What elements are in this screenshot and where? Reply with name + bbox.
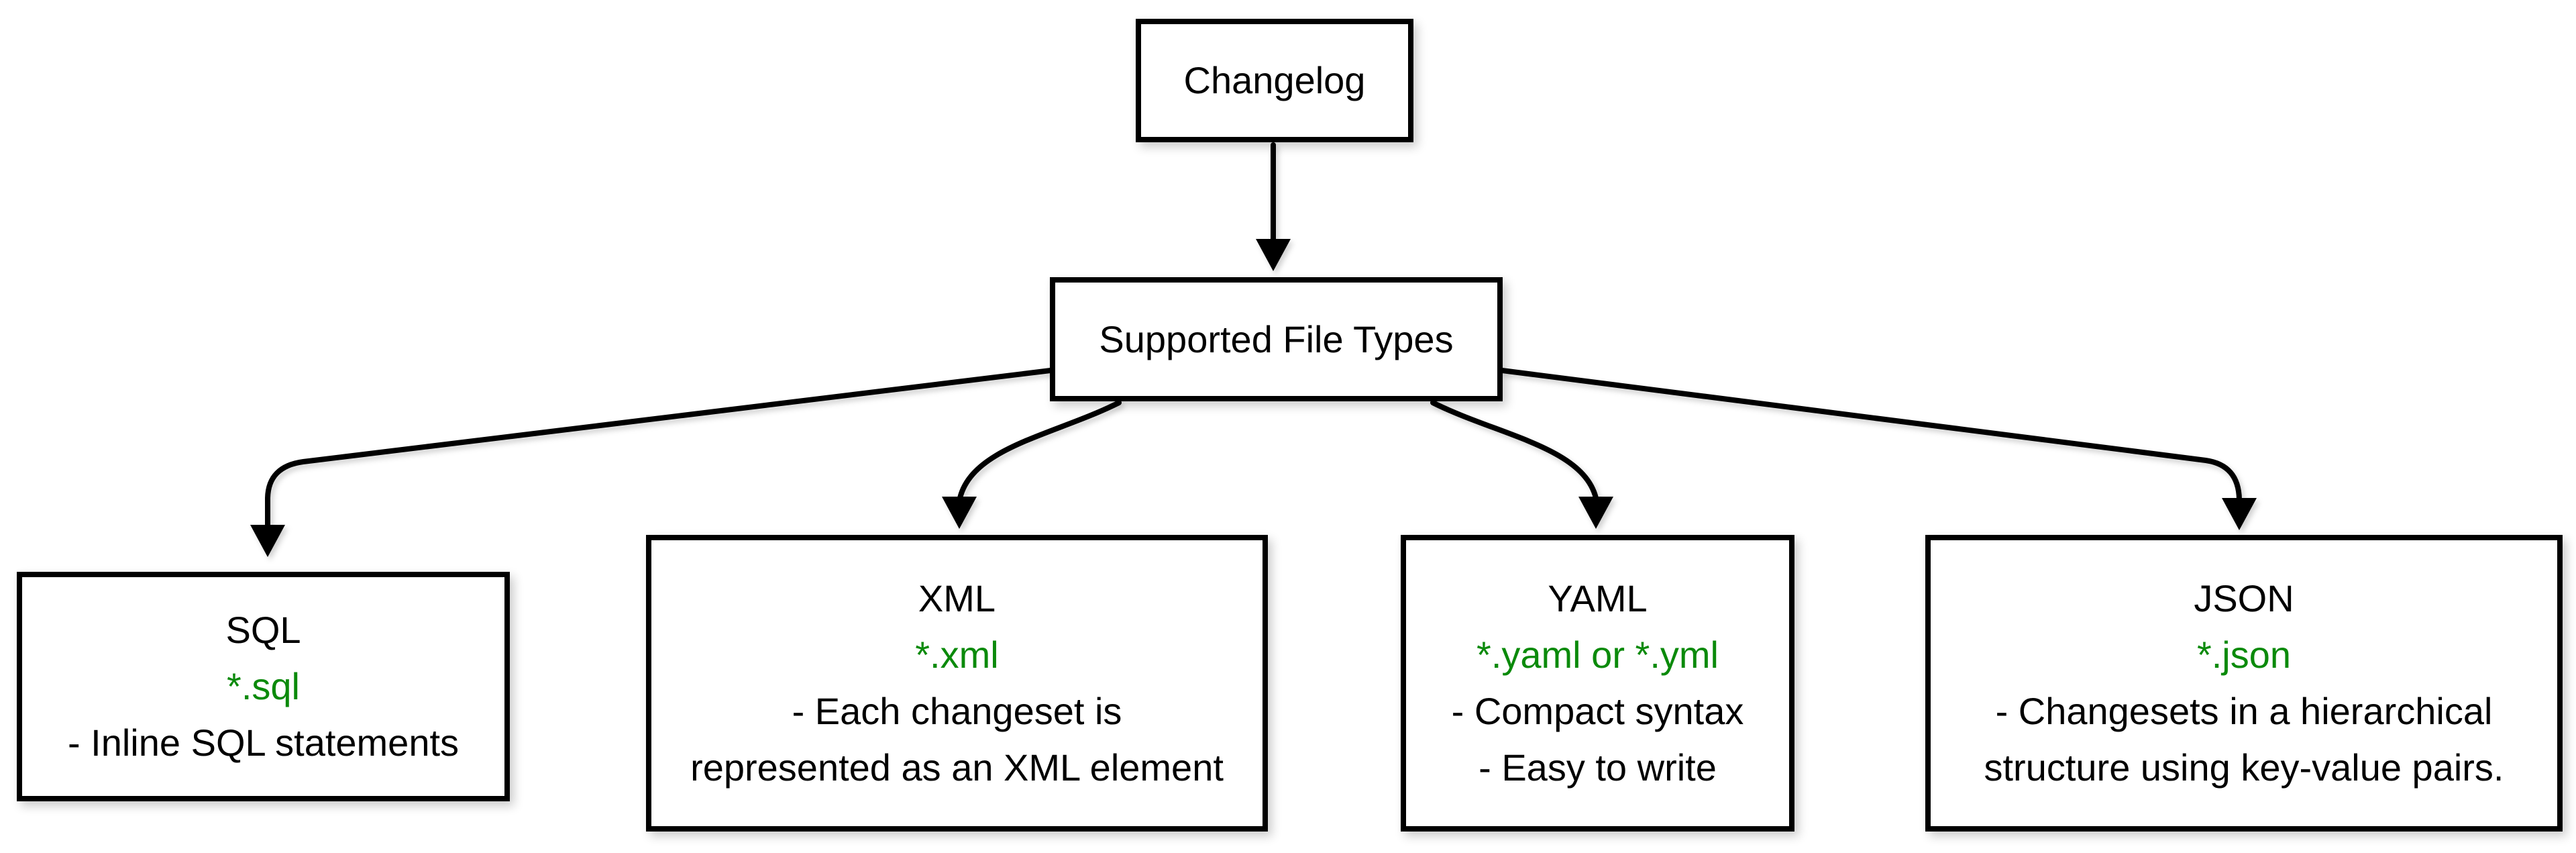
file-type-name: SQL: [225, 609, 301, 651]
arrow-supported-to-json: [1499, 368, 2257, 530]
file-type-pattern: *.yaml or *.yml: [1477, 634, 1719, 676]
file-type-note: - Compact syntax: [1451, 690, 1744, 732]
arrow-supported-to-yaml: [1430, 400, 1613, 529]
node-supported-file-types-label: Supported File Types: [1099, 317, 1454, 360]
file-type-note: - Easy to write: [1479, 746, 1717, 789]
file-type-note: - Changesets in a hierarchical: [1995, 690, 2493, 732]
file-type-pattern: *.xml: [915, 634, 999, 676]
file-type-name: XML: [918, 577, 996, 619]
node-yaml: YAML *.yaml or *.yml - Compact syntax - …: [1401, 535, 1794, 832]
file-type-name: JSON: [2194, 577, 2294, 619]
node-xml: XML *.xml - Each changeset is represente…: [646, 535, 1268, 832]
file-type-name: YAML: [1548, 577, 1648, 619]
node-changelog-label: Changelog: [1183, 59, 1366, 101]
arrow-supported-to-sql: [250, 368, 1053, 557]
node-sql: SQL *.sql - Inline SQL statements: [17, 572, 510, 801]
file-type-note: - Each changeset is: [792, 690, 1122, 732]
file-type-note: - Inline SQL statements: [67, 721, 460, 764]
node-changelog: Changelog: [1136, 19, 1413, 142]
file-type-note: represented as an XML element: [690, 746, 1224, 789]
arrow-changelog-to-supported: [1256, 142, 1291, 271]
node-json: JSON *.json - Changesets in a hierarchic…: [1925, 535, 2563, 832]
arrow-supported-to-xml: [942, 400, 1122, 529]
node-supported-file-types: Supported File Types: [1050, 277, 1503, 401]
file-type-pattern: *.sql: [227, 665, 300, 707]
file-type-pattern: *.json: [2196, 634, 2292, 676]
file-type-note: structure using key-value pairs.: [1984, 746, 2504, 789]
